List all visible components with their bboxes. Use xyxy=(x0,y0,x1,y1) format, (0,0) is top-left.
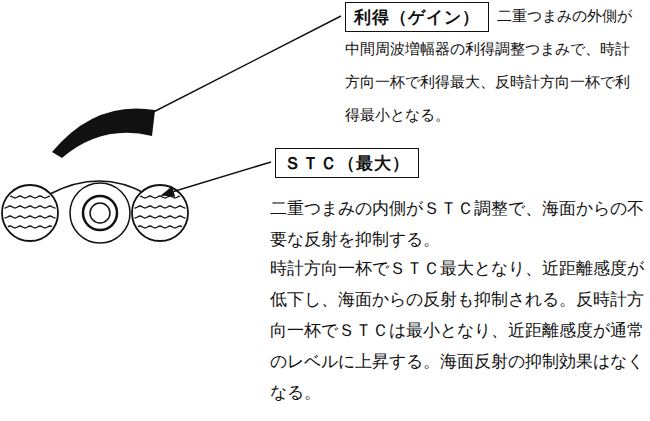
knurl-stroke xyxy=(0,194,60,198)
knurl-stroke xyxy=(130,224,190,228)
label-box: 利得（ゲイン） xyxy=(345,2,489,32)
center-knob-ring xyxy=(83,196,117,230)
box-heading: ＳＴＣ（最大） xyxy=(284,151,410,175)
knurl-pattern xyxy=(0,194,60,228)
knurl-stroke xyxy=(0,224,60,228)
description-text: 二重つまみの内側がＳＴＣ調整で、海面からの不要な反射を抑制する。 xyxy=(270,193,645,255)
center-knob-cap xyxy=(90,203,110,223)
description-text: 二重つまみの外側が中間周波増幅器の利得調整つまみで、時計方向一杯で利得最大、反時… xyxy=(345,0,643,132)
description-text: 時計方向一杯でＳＴＣ最大となり、近距離感度が低下し、海面からの反射も抑制される。… xyxy=(270,253,645,408)
left-knurled-knob xyxy=(2,185,58,241)
knurl-stroke xyxy=(0,214,60,218)
knurl-stroke xyxy=(130,214,190,218)
box-heading: 利得（ゲイン） xyxy=(354,5,480,29)
knurl-stroke xyxy=(0,204,60,208)
knurl-stroke xyxy=(130,194,190,198)
label-box: ＳＴＣ（最大） xyxy=(275,148,419,178)
leader-line xyxy=(162,162,271,195)
center-knob xyxy=(70,183,130,243)
right-knurled-knob xyxy=(132,185,188,241)
knurl-pattern xyxy=(130,194,190,228)
leader-line xyxy=(130,16,341,124)
knurl-stroke xyxy=(130,204,190,208)
gain-knob-band xyxy=(52,108,155,158)
